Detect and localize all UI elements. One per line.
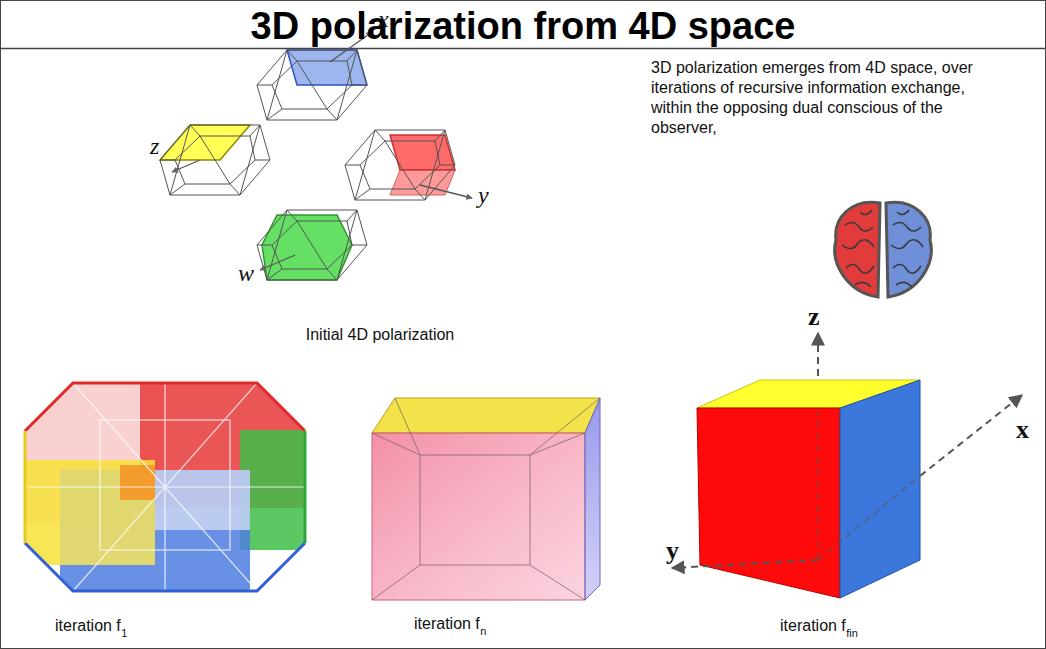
axis-label: y	[478, 182, 489, 210]
description-note: 3D polarization emerges from 4D space, o…	[651, 58, 991, 138]
solid-box	[672, 333, 1022, 598]
iteration-label: iteration f	[780, 617, 846, 635]
axis-arrow	[172, 160, 200, 172]
axis-label: z	[808, 302, 820, 332]
translucent-hypercube	[372, 398, 600, 600]
iteration-label: iteration f	[414, 615, 480, 633]
title: 3D polarization from 4D space	[251, 5, 796, 49]
title-rule	[0, 48, 1046, 50]
z-cell	[160, 125, 270, 195]
subscript: fin	[846, 627, 858, 640]
tesseract-octagon	[25, 383, 310, 595]
brain-icon	[835, 202, 931, 297]
iteration-label: iteration f	[55, 617, 121, 635]
axis-label: x	[1016, 415, 1029, 445]
axis-label: w	[238, 260, 254, 288]
axis-arrow	[420, 185, 472, 198]
subscript: n	[480, 625, 486, 638]
axis-label: x	[378, 6, 389, 34]
subscript: 1	[121, 627, 127, 640]
figure-caption: Initial 4D polarization	[306, 326, 455, 344]
x-cell	[257, 50, 367, 120]
axis-label: z	[150, 133, 159, 161]
w-cell	[257, 210, 367, 280]
axis-label: y	[666, 536, 679, 566]
axis-arrow	[260, 255, 295, 270]
initial-4d-figure	[160, 32, 472, 280]
